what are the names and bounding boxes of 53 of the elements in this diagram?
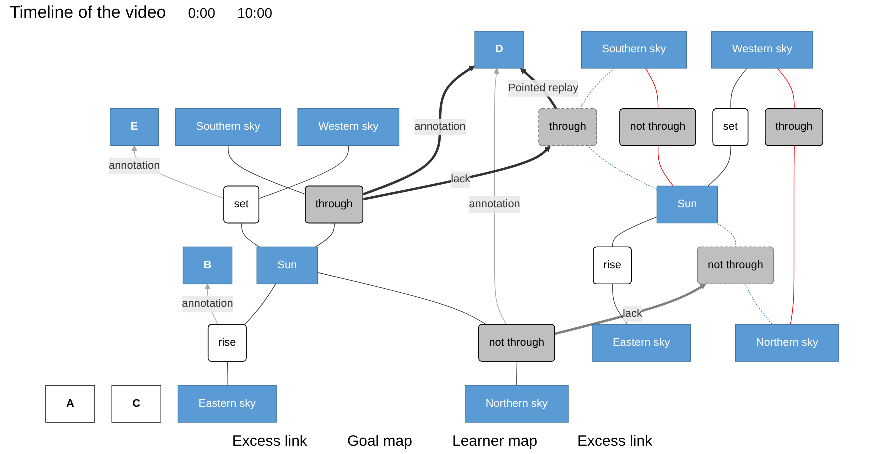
connector: [317, 272, 488, 326]
edge-label: lack: [451, 174, 471, 186]
node-box: Western sky: [298, 108, 400, 146]
edge-label: lack: [622, 308, 642, 320]
node-box: E: [110, 108, 160, 146]
node-box: Sun: [656, 186, 718, 224]
connector: [645, 68, 659, 110]
arrow: [363, 146, 551, 201]
edge-label: annotation: [108, 160, 160, 172]
connector: [612, 284, 628, 325]
connector: [730, 68, 748, 110]
edge-label: annotation: [414, 121, 466, 133]
node-box: D: [474, 31, 524, 69]
node-box: Eastern sky: [592, 324, 692, 362]
arrow: [363, 66, 476, 196]
node-box: Southern sky: [176, 108, 282, 146]
time-label: 0:00: [188, 5, 216, 21]
node-box: A: [46, 385, 96, 423]
connector: [658, 146, 674, 187]
connector: [244, 284, 276, 326]
caption-label: Learner map: [452, 432, 538, 450]
connector: [777, 68, 795, 110]
connector: [612, 216, 658, 248]
connector: [716, 222, 736, 248]
arrow: [494, 68, 508, 326]
connector: [516, 362, 518, 386]
connector: [588, 146, 658, 190]
node-box: Sun: [256, 246, 318, 285]
time-label: 10:00: [237, 5, 273, 21]
node-box: B: [182, 246, 233, 285]
edge-label: Pointed replay: [508, 82, 579, 94]
connector: [316, 223, 335, 248]
node-box: Eastern sky: [178, 385, 277, 423]
connector: [580, 68, 615, 110]
caption-label: Excess link: [232, 432, 308, 450]
connector: [259, 146, 349, 200]
connector: [745, 284, 773, 325]
node-box: C: [112, 385, 162, 423]
caption-label: Goal map: [347, 432, 412, 450]
node-box: Northern sky: [464, 385, 569, 423]
edge-label: annotation: [182, 298, 234, 310]
node-box: Northern sky: [735, 324, 840, 362]
connector: [227, 362, 228, 386]
connector: [790, 146, 795, 325]
timeline-label: Timeline of the video: [10, 3, 166, 23]
connector: [242, 223, 260, 248]
caption-label: Excess link: [578, 432, 653, 450]
node-box: Western sky: [712, 31, 814, 69]
node-box: Southern sky: [581, 31, 688, 69]
edge-label: annotation: [469, 198, 520, 210]
connector: [228, 146, 306, 195]
connector: [708, 146, 732, 187]
arrow: [554, 284, 706, 336]
